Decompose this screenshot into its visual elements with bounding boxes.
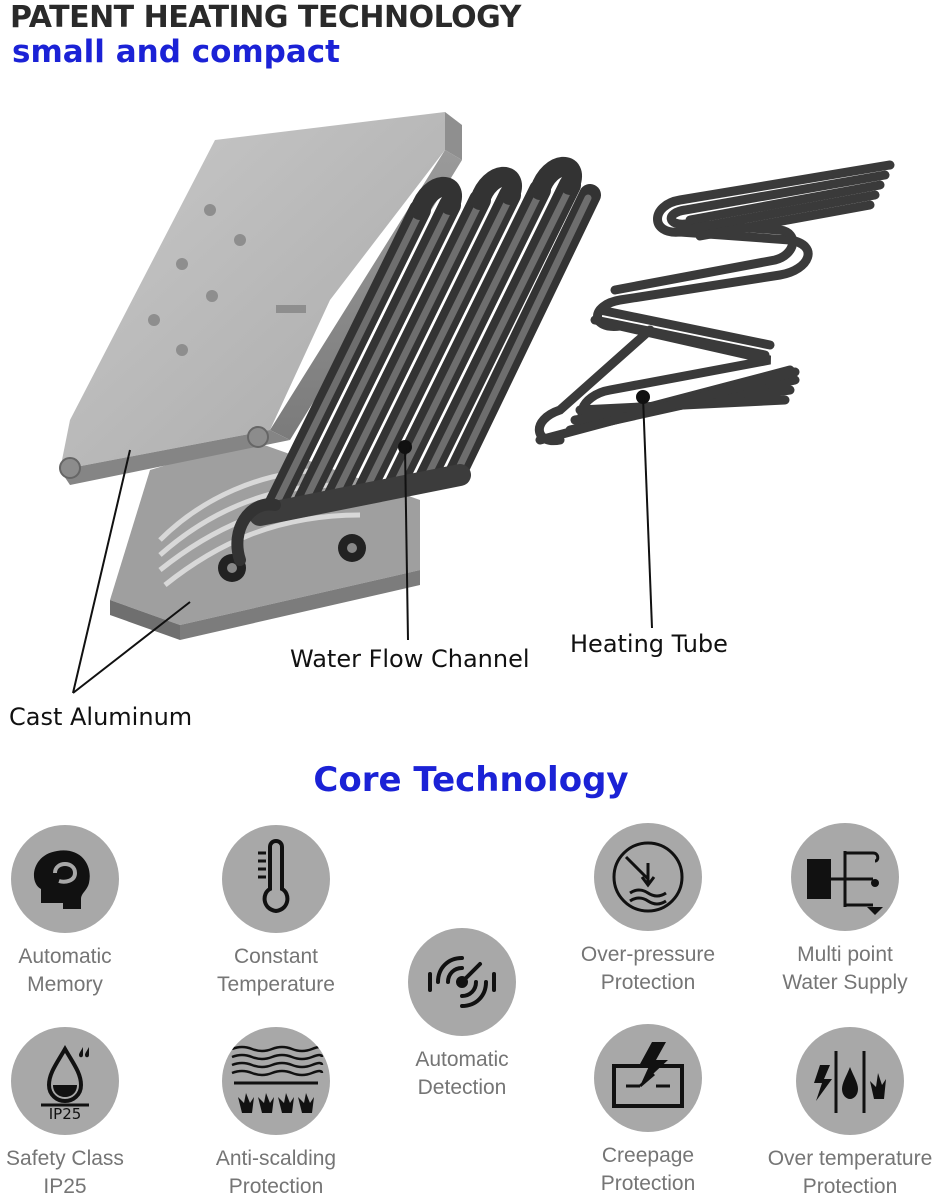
creepage-lightning-icon: [594, 1024, 702, 1132]
water-flow-channel: [231, 156, 601, 566]
page-subtitle: small and compact: [12, 34, 340, 70]
feature-line1: Automatic: [415, 1048, 509, 1071]
feature-line2: Temperature: [217, 973, 335, 996]
feature-line1: Creepage: [601, 1144, 695, 1167]
ip25-drop-icon: IP25: [11, 1027, 119, 1135]
feature-line1: Over temperature: [767, 1147, 933, 1170]
feature-line2: Protection: [600, 1172, 696, 1195]
feature-line1: Multi point: [797, 943, 893, 966]
ip25-badge-text: IP25: [48, 1105, 82, 1123]
feature-line1: Automatic: [18, 945, 112, 968]
feature-line2: Water Supply: [782, 971, 908, 994]
feature-line2: Detection: [417, 1076, 507, 1099]
feature-line1: Anti-scalding: [215, 1147, 337, 1170]
heating-tube: [534, 160, 895, 446]
label-water-flow-channel: Water Flow Channel: [290, 645, 530, 673]
pressure-gauge-icon: [594, 823, 702, 931]
feature-line2: Protection: [228, 1175, 324, 1198]
feature-line2: IP25: [43, 1175, 87, 1198]
feature-line2: Protection: [802, 1175, 898, 1198]
page-title: PATENT HEATING TECHNOLOGY: [10, 0, 521, 35]
label-cast-aluminum: Cast Aluminum: [9, 703, 193, 731]
feature-line2: Protection: [600, 971, 696, 994]
head-memory-icon: [11, 825, 119, 933]
multi-point-water-icon: [791, 823, 899, 931]
feature-line2: Memory: [27, 973, 103, 996]
radar-detection-icon: [408, 928, 516, 1036]
core-technology-title: Core Technology: [313, 760, 629, 800]
anti-scalding-icon: [222, 1027, 330, 1135]
feature-line1: Constant: [233, 945, 319, 968]
leader-lines: [72, 390, 653, 694]
feature-line1: Safety Class: [6, 1147, 124, 1170]
feature-line1: Over-pressure: [580, 943, 716, 966]
label-heating-tube: Heating Tube: [570, 630, 728, 658]
heater-exploded-diagram: [59, 112, 895, 694]
over-temperature-icon: [796, 1027, 904, 1135]
thermometer-icon: [222, 825, 330, 933]
